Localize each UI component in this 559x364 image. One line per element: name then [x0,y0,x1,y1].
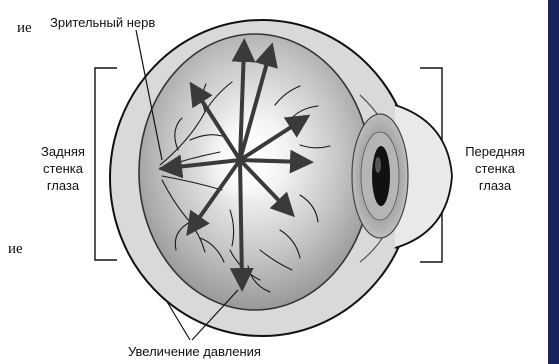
rear-wall-line-1: Задняя [28,143,98,160]
optic-nerve-label: Зрительный нерв [50,14,155,31]
front-wall-line-3: глаза [450,177,540,194]
rear-wall-line-3: глаза [28,177,98,194]
front-wall-line-2: стенка [450,160,540,177]
front-wall-label: Передняя стенка глаза [450,143,540,194]
rear-wall-line-2: стенка [28,160,98,177]
rear-wall-label: Задняя стенка глаза [28,143,98,194]
front-wall-line-1: Передняя [450,143,540,160]
pressure-label: Увеличение давления [128,343,261,360]
right-edge-stripe [548,0,559,364]
pupil [372,146,390,206]
